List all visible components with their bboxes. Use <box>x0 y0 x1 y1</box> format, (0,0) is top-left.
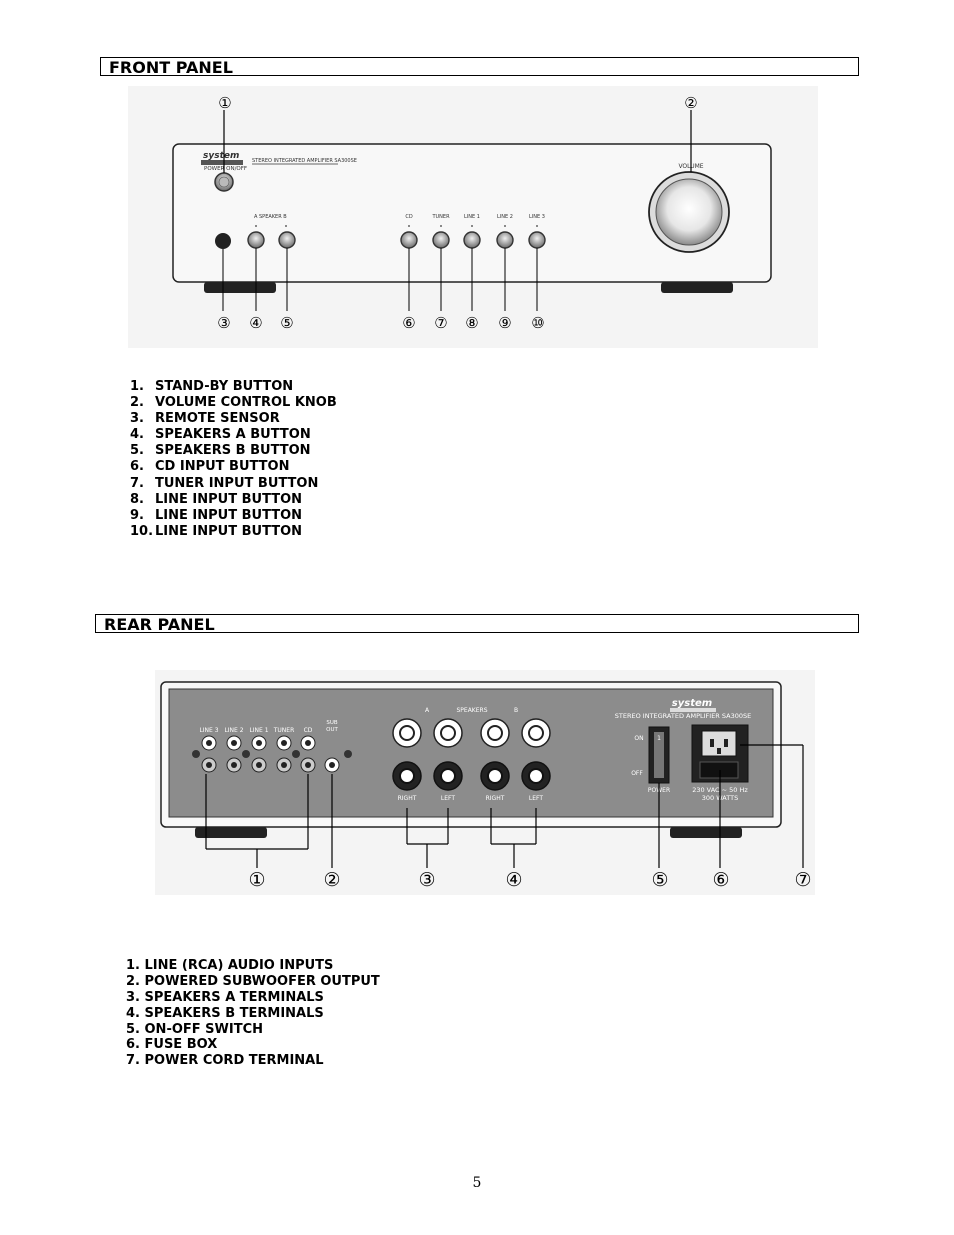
speaker-a-left-label: LEFT <box>441 795 455 802</box>
speaker-terminals <box>392 718 551 791</box>
rear-model-text: STEREO INTEGRATED AMPLIFIER SA300SE <box>615 712 751 720</box>
input-label-line3: LINE 3 <box>529 214 545 220</box>
list-item: 3.REMOTE SENSOR <box>130 411 280 427</box>
speakers-a-button[interactable] <box>247 231 265 249</box>
line3-input-button[interactable] <box>528 231 546 249</box>
front-model-text: STEREO INTEGRATED AMPLIFIER SA300SE <box>252 158 357 164</box>
rear-callout-2: ② <box>323 869 340 891</box>
rca-label-line2: LINE 2 <box>224 727 243 734</box>
speakers-b-button[interactable] <box>278 231 296 249</box>
input-label-tuner: TUNER <box>431 214 450 220</box>
rca-label-line1: LINE 1 <box>249 727 268 734</box>
list-item: 4. SPEAKERS B TERMINALS <box>126 1005 324 1021</box>
rear-parts-list: 1. LINE (RCA) AUDIO INPUTS 2. POWERED SU… <box>126 958 380 1069</box>
power-label: POWER ON/OFF <box>204 166 247 172</box>
speaker-b-left-label: LEFT <box>529 795 543 802</box>
rca-label-line3: LINE 3 <box>199 727 218 734</box>
speaker-b-right-label: RIGHT <box>486 795 505 802</box>
list-item: 4.SPEAKERS A BUTTON <box>130 427 311 443</box>
switch-mark: 1 <box>657 735 661 742</box>
rear-callout-3: ③ <box>418 869 435 891</box>
front-callout-10: ⑩ <box>531 314 544 332</box>
front-callout-3: ③ <box>217 314 230 332</box>
switch-off-label: OFF <box>631 770 643 777</box>
front-foot-right <box>661 282 733 293</box>
speakers-label: SPEAKERS <box>456 707 487 714</box>
front-brand-logo: system <box>203 151 239 161</box>
rear-callout-4: ④ <box>505 869 522 891</box>
rca-inputs <box>201 735 316 773</box>
rear-callout-5: ⑤ <box>651 869 668 891</box>
front-foot-left <box>204 282 276 293</box>
speaker-a-right-label: RIGHT <box>398 795 417 802</box>
input-label-cd: CD <box>405 214 412 220</box>
list-item: 1.STAND-BY BUTTON <box>130 379 294 394</box>
rear-panel-heading: REAR PANEL <box>95 614 859 634</box>
rear-callout-6: ⑥ <box>712 869 729 891</box>
rear-panel-illustration: LINE 3 LINE 2 LINE 1 TUNER CD SUB OUT A … <box>155 670 815 899</box>
front-callout-6: ⑥ <box>402 314 415 332</box>
rear-foot-right <box>670 827 742 838</box>
front-parts-list: 1.STAND-BY BUTTON 2.VOLUME CONTROL KNOB … <box>130 379 337 540</box>
list-item: 1. LINE (RCA) AUDIO INPUTS <box>126 958 334 973</box>
list-item: 5.SPEAKERS B BUTTON <box>130 443 311 459</box>
sub-out-label-2: OUT <box>326 727 338 733</box>
speaker-b-label: B <box>514 707 518 714</box>
rear-callout-7: ⑦ <box>794 869 811 891</box>
rca-label-cd: CD <box>304 727 313 734</box>
sub-out-label-1: SUB <box>326 720 338 726</box>
list-item: 7. POWER CORD TERMINAL <box>126 1053 324 1069</box>
cd-input-button[interactable] <box>400 231 418 249</box>
front-callout-8: ⑧ <box>465 314 478 332</box>
speaker-a-label: A <box>425 707 430 714</box>
line1-input-button[interactable] <box>463 231 481 249</box>
front-panel-illustration: system STEREO INTEGRATED AMPLIFIER SA300… <box>128 86 818 352</box>
list-item: 2. POWERED SUBWOOFER OUTPUT <box>126 973 380 989</box>
list-item: 9.LINE INPUT BUTTON <box>130 507 303 523</box>
line2-input-button[interactable] <box>496 231 514 249</box>
list-item: 5. ON-OFF SWITCH <box>126 1021 264 1037</box>
front-callout-4: ④ <box>249 314 262 332</box>
list-item: 7.TUNER INPUT BUTTON <box>130 475 319 491</box>
speaker-label: A SPEAKER B <box>254 214 287 220</box>
page-number: 5 <box>472 1175 482 1191</box>
input-label-line1: LINE 1 <box>464 214 480 220</box>
rear-brand-logo: system <box>672 698 712 709</box>
remote-sensor <box>215 233 231 249</box>
rear-callout-1: ① <box>248 869 265 891</box>
input-label-line2: LINE 2 <box>497 214 513 220</box>
list-item: 6.CD INPUT BUTTON <box>130 459 290 475</box>
front-callout-5: ⑤ <box>280 314 293 332</box>
tuner-input-button[interactable] <box>432 231 450 249</box>
list-item: 3. SPEAKERS A TERMINALS <box>126 989 324 1005</box>
front-callout-9: ⑨ <box>498 314 511 332</box>
front-panel-heading: FRONT PANEL <box>100 57 859 77</box>
front-callout-1: ① <box>218 94 231 112</box>
front-callout-2: ② <box>684 94 697 112</box>
list-item: 10.LINE INPUT BUTTON <box>130 523 303 539</box>
front-callout-7: ⑦ <box>434 314 447 332</box>
fuse-box[interactable] <box>699 761 739 779</box>
list-item: 6. FUSE BOX <box>126 1037 218 1053</box>
rca-label-tuner: TUNER <box>273 727 295 734</box>
switch-on-label: ON <box>634 735 643 742</box>
list-item: 8.LINE INPUT BUTTON <box>130 491 303 507</box>
list-item: 2.VOLUME CONTROL KNOB <box>130 395 337 411</box>
rear-foot-left <box>195 827 267 838</box>
